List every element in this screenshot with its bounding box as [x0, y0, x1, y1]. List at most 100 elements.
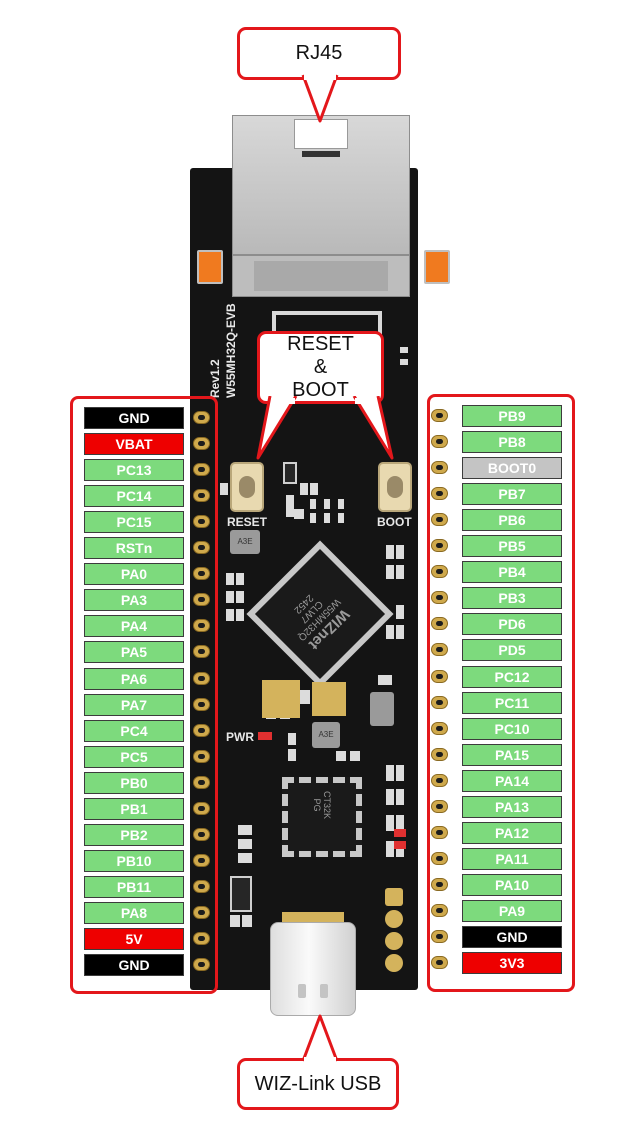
mcu-chip: CT32K PG	[282, 777, 362, 857]
left-pin-label: VBAT	[84, 433, 184, 456]
pin-pad	[193, 723, 210, 737]
right-pin-label: PA14	[462, 769, 562, 792]
right-pin-label: PA12	[462, 821, 562, 844]
big-pad-left	[262, 680, 300, 718]
pin-pad	[431, 539, 448, 553]
reset-button[interactable]	[230, 462, 264, 512]
reset-boot-callout: RESET & BOOT	[257, 331, 384, 404]
pin-pad	[431, 747, 448, 761]
header-holes	[383, 888, 407, 974]
board-rev: Rev1.2	[208, 359, 222, 398]
pin-pad	[431, 930, 448, 943]
left-pin-label: PA5	[84, 641, 184, 664]
pin-pad	[193, 437, 210, 451]
right-pin-label: PD5	[462, 639, 562, 662]
right-pin-label: PC12	[462, 665, 562, 688]
pin-pad	[431, 799, 448, 813]
left-pin-label: PA4	[84, 615, 184, 638]
left-pin-label: PA7	[84, 693, 184, 716]
left-pin-label: PC4	[84, 719, 184, 742]
pin-pad	[431, 877, 448, 891]
left-pin-label: RSTn	[84, 537, 184, 560]
pin-pad	[193, 879, 210, 893]
left-pin-frame	[70, 396, 218, 994]
amp-callout-line: &	[313, 356, 328, 378]
pin-pad	[431, 487, 448, 501]
diode	[230, 876, 252, 912]
pin-pad	[193, 905, 210, 919]
left-pin-label: 5V	[84, 928, 184, 950]
left-pin-label: PA0	[84, 563, 184, 586]
boot-button[interactable]	[378, 462, 412, 512]
pin-pad	[193, 958, 210, 972]
right-pin-label: PB3	[462, 587, 562, 610]
rj45-callout-pointer	[301, 74, 339, 123]
boot-silkscreen: BOOT	[377, 515, 412, 529]
pin-pad	[431, 409, 448, 422]
reset-callout-line: RESET	[287, 333, 354, 355]
regulator-chip	[370, 692, 394, 726]
pin-pad	[431, 825, 448, 839]
boot-callout-line: BOOT	[292, 379, 349, 401]
left-pin-label: PB2	[84, 823, 184, 846]
board-model: W55MH32Q-EVB	[224, 303, 238, 398]
pin-pad	[431, 956, 448, 970]
pin-pad	[193, 853, 210, 867]
left-pin-label: GND	[84, 954, 184, 977]
orange-component-left	[197, 250, 223, 284]
right-pin-label: PD6	[462, 613, 562, 636]
pin-pad	[193, 645, 210, 659]
right-pin-label: BOOT0	[462, 457, 562, 480]
small-transistor	[283, 462, 297, 484]
orange-component-right	[424, 250, 450, 284]
right-pin-label: PA13	[462, 795, 562, 818]
pin-pad	[431, 513, 448, 527]
pin-pad	[193, 932, 210, 945]
pin-pad	[193, 697, 210, 711]
right-pin-label: PA10	[462, 873, 562, 896]
right-pin-label: PC10	[462, 717, 562, 740]
pin-pad	[431, 643, 448, 657]
pin-pad	[431, 617, 448, 631]
pin-pad	[193, 489, 210, 503]
pin-pad	[193, 593, 210, 607]
usb-callout: WIZ-Link USB	[237, 1058, 399, 1110]
pin-pad	[193, 749, 210, 763]
pin-pad	[431, 461, 448, 475]
big-pad-right	[312, 682, 346, 716]
pin-pad	[193, 567, 210, 581]
left-pin-label: PB0	[84, 771, 184, 794]
right-pin-frame	[427, 394, 575, 992]
left-pin-label: PC5	[84, 745, 184, 768]
left-pin-label: PB1	[84, 797, 184, 820]
pin-pad	[193, 671, 210, 685]
rj45-connector	[232, 115, 410, 297]
pin-pad	[431, 435, 448, 449]
small-chip-a3e-2: A3E	[312, 722, 340, 748]
pin-pad	[431, 669, 448, 683]
pin-pad	[193, 515, 210, 529]
left-pin-label: PC14	[84, 485, 184, 508]
pin-pad	[431, 773, 448, 787]
right-pin-label: PC11	[462, 691, 562, 714]
rj45-callout-text: RJ45	[295, 42, 343, 64]
board-model-silkscreen: W55MH32Q-EVB	[224, 303, 238, 398]
pin-pad	[431, 903, 448, 917]
left-pin-label: PC15	[84, 511, 184, 534]
usb-c-connector	[270, 912, 356, 1016]
left-pin-label: PB10	[84, 849, 184, 872]
right-pin-label: PB6	[462, 509, 562, 532]
mcu-chip-text: CT32K PG	[312, 790, 332, 819]
right-pin-label: PA11	[462, 847, 562, 870]
usb-callout-pointer	[301, 1014, 339, 1062]
rj45-callout: RJ45	[237, 27, 401, 80]
pin-pad	[431, 591, 448, 605]
usb-callout-text: WIZ-Link USB	[254, 1072, 382, 1095]
pin-pad	[431, 851, 448, 865]
right-pin-label: 3V3	[462, 952, 562, 975]
left-pin-label: PC13	[84, 459, 184, 482]
board-name-silkscreen: Rev1.2	[208, 359, 222, 398]
pin-pad	[193, 463, 210, 477]
pin-pad	[193, 801, 210, 815]
right-pin-label: PB8	[462, 431, 562, 454]
